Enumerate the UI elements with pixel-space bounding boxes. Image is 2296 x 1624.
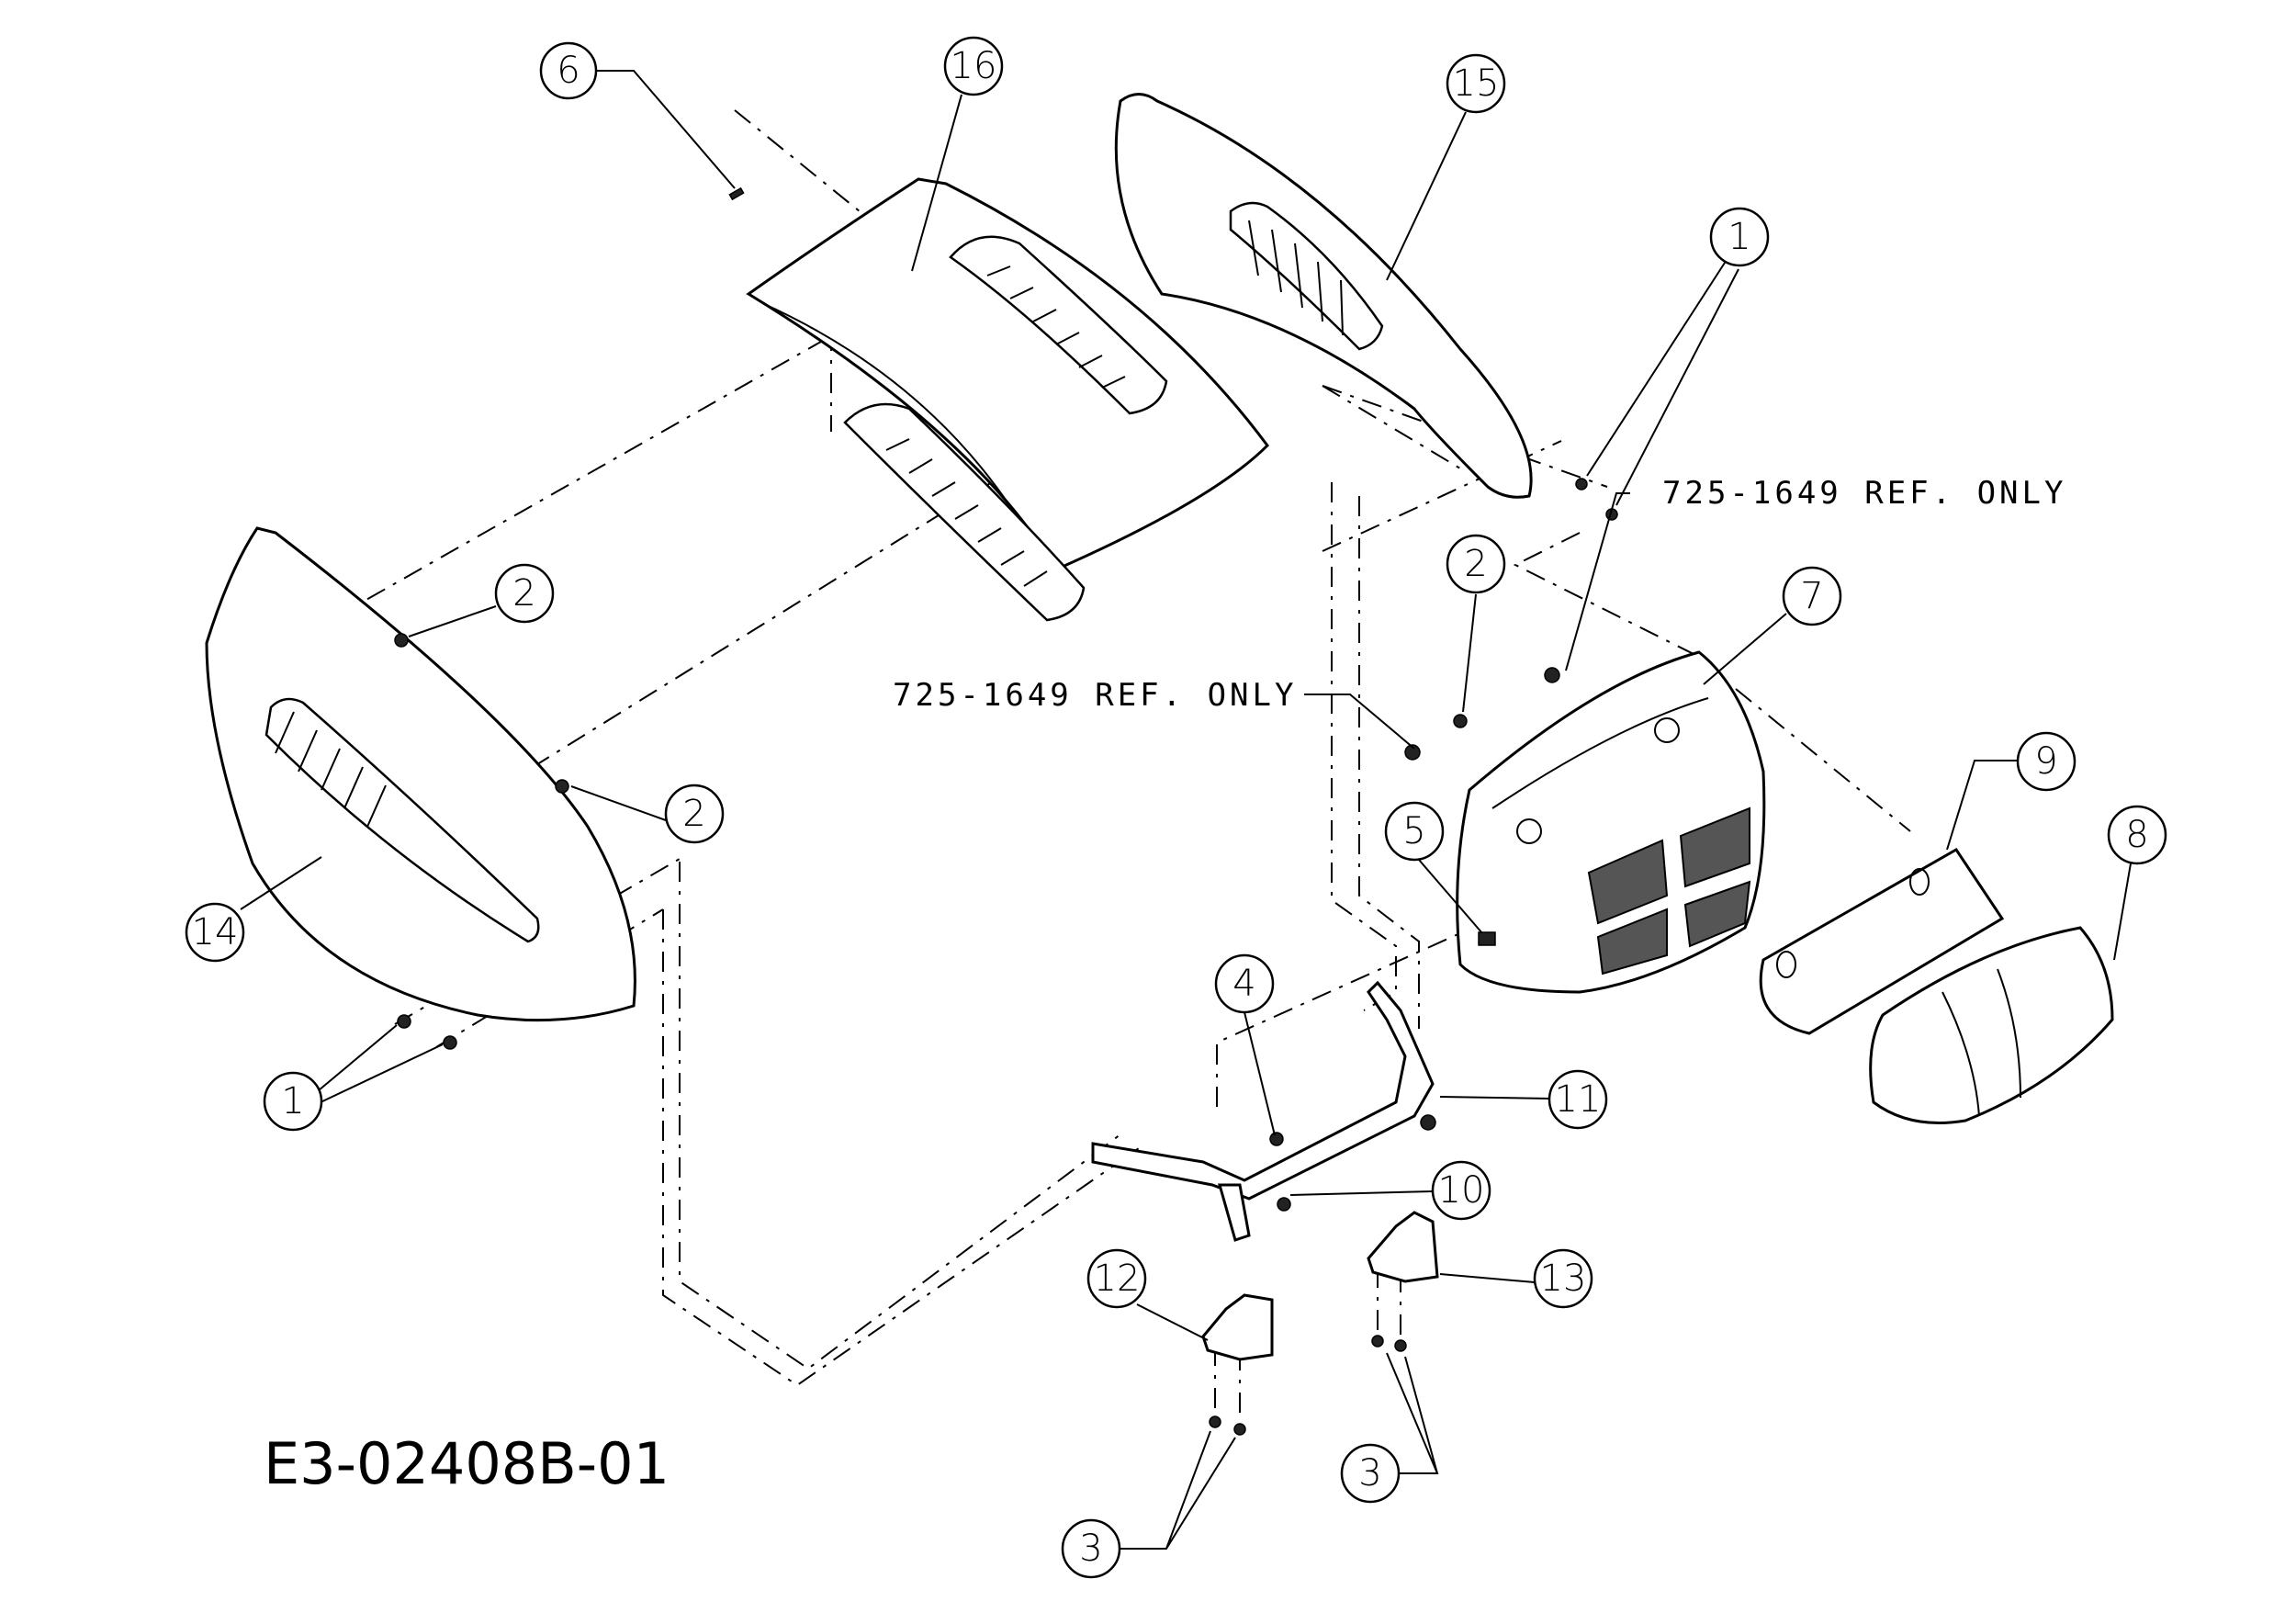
svg-text:2: 2: [1464, 543, 1487, 585]
svg-text:1: 1: [281, 1080, 304, 1122]
svg-text:12: 12: [1094, 1257, 1141, 1300]
callout-11[interactable]: 11: [1548, 1069, 1608, 1130]
part-14-left-side-panel[interactable]: [205, 526, 636, 1022]
callout-4[interactable]: 4: [1214, 953, 1275, 1014]
reference-note-left: 725-1649 REF. ONLY: [893, 677, 1297, 714]
svg-text:4: 4: [1232, 963, 1255, 1005]
leader-lines: [240, 70, 2132, 1550]
part-11-support-bracket[interactable]: [1091, 980, 1435, 1242]
part-12-latch-bracket[interactable]: [1201, 1293, 1274, 1361]
svg-text:10: 10: [1438, 1169, 1485, 1212]
part-13-latch-bracket[interactable]: [1367, 1211, 1439, 1283]
callout-3-left[interactable]: 3: [1061, 1518, 1121, 1579]
svg-text:8: 8: [2125, 814, 2148, 856]
svg-text:13: 13: [1540, 1257, 1587, 1300]
callout-5[interactable]: 5: [1384, 801, 1445, 862]
callout-12[interactable]: 12: [1086, 1248, 1147, 1309]
callout-10[interactable]: 10: [1431, 1160, 1491, 1221]
callout-6[interactable]: 6: [539, 41, 598, 100]
svg-text:14: 14: [192, 911, 239, 953]
svg-text:3: 3: [1079, 1528, 1102, 1570]
svg-text:3: 3: [1358, 1452, 1381, 1494]
svg-text:15: 15: [1453, 62, 1500, 105]
callout-2-left-bottom[interactable]: 2: [664, 784, 725, 844]
part-8-headlight-lens[interactable]: [1869, 926, 2114, 1124]
assembly-lines: [330, 109, 1911, 1422]
callout-8[interactable]: 8: [2107, 805, 2167, 865]
callout-14[interactable]: 14: [185, 902, 245, 963]
callout-16[interactable]: 16: [943, 36, 1004, 96]
hood-vent-ribs: [885, 265, 1126, 587]
drawing-number: E3-02408B-01: [264, 1430, 670, 1497]
callout-9[interactable]: 9: [2016, 731, 2077, 792]
svg-text:2: 2: [512, 572, 535, 615]
svg-text:7: 7: [1800, 575, 1823, 617]
callout-7[interactable]: 7: [1782, 566, 1842, 626]
callout-1-top[interactable]: 1: [1709, 207, 1770, 267]
callout-1-bottom[interactable]: 1: [263, 1071, 323, 1132]
svg-text:6: 6: [557, 50, 580, 92]
part-7-grille[interactable]: [1456, 650, 1766, 994]
callout-2-right[interactable]: 2: [1446, 534, 1506, 594]
svg-text:5: 5: [1402, 810, 1425, 852]
reference-note-top: 725-1649 REF. ONLY: [1662, 475, 2066, 512]
svg-text:2: 2: [682, 793, 705, 835]
callout-2-left-top[interactable]: 2: [494, 563, 555, 624]
callout-15[interactable]: 15: [1446, 53, 1506, 114]
svg-text:9: 9: [2034, 740, 2057, 783]
part-15-right-side-panel[interactable]: [1114, 93, 1533, 499]
callout-13[interactable]: 13: [1533, 1248, 1593, 1309]
svg-text:11: 11: [1555, 1078, 1602, 1121]
callout-3-right[interactable]: 3: [1340, 1443, 1401, 1504]
svg-text:1: 1: [1728, 216, 1750, 258]
part-9-headlight-bracket[interactable]: [1759, 848, 2005, 1035]
part-16-hood[interactable]: [746, 177, 1269, 622]
svg-text:16: 16: [951, 45, 997, 87]
